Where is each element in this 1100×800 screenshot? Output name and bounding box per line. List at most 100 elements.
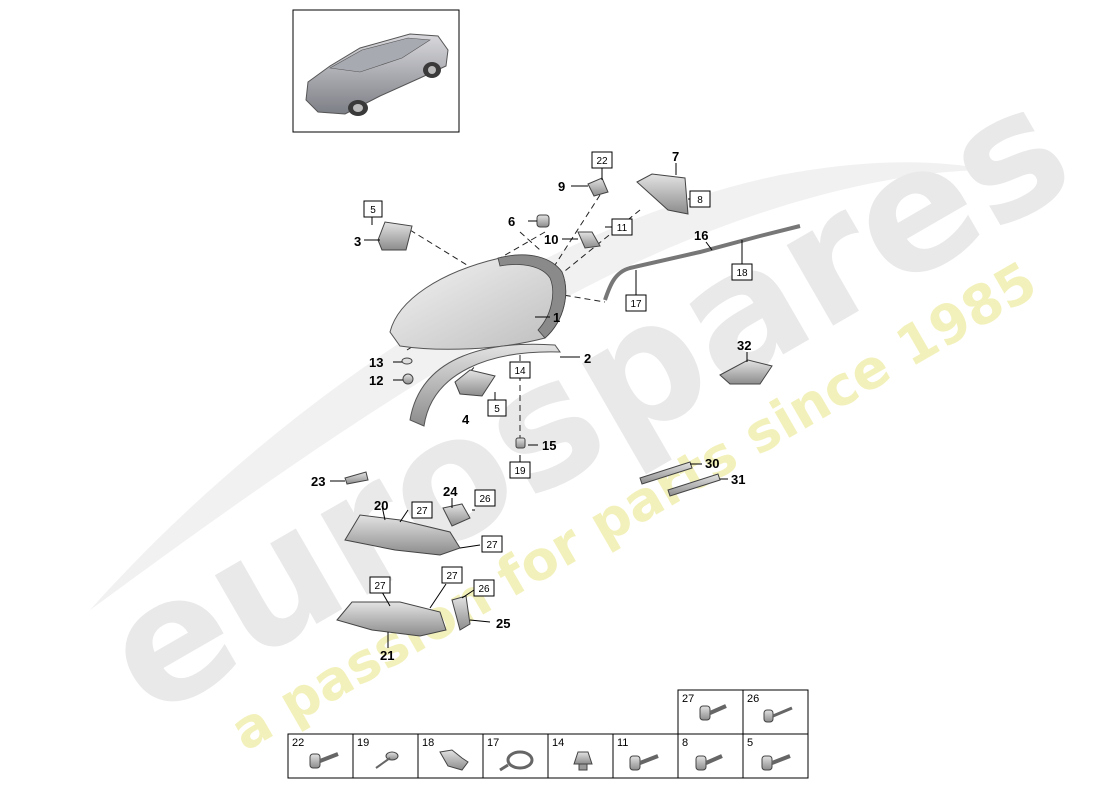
- callout-23: 23: [311, 474, 325, 489]
- svg-text:19: 19: [357, 737, 369, 749]
- nut-12-part: [402, 373, 414, 385]
- svg-text:5: 5: [370, 205, 376, 216]
- bulb-15-part: [515, 437, 526, 449]
- callout-20: 20: [374, 498, 388, 513]
- callout-24: 24: [443, 484, 458, 499]
- fog-light-20-part: [344, 514, 461, 556]
- callout-31: 31: [731, 472, 745, 487]
- hardware-cell-19: 19: [352, 733, 419, 779]
- callout-4: 4: [462, 412, 470, 427]
- part-24: [442, 503, 471, 527]
- hose-clamp-icon: [499, 750, 534, 772]
- svg-text:14: 14: [514, 366, 526, 377]
- callout-32: 32: [737, 338, 751, 353]
- callout-21: 21: [380, 648, 394, 663]
- cap-9-part: [587, 177, 609, 197]
- bolt-icon: [695, 754, 723, 771]
- watermark: eurospares a passion for parts since 198…: [72, 47, 1100, 764]
- svg-text:26: 26: [478, 584, 490, 595]
- boxed-callout-19: 19: [509, 461, 531, 479]
- callout-1: 1: [553, 310, 560, 325]
- svg-text:27: 27: [374, 581, 386, 592]
- svg-text:19: 19: [514, 466, 526, 477]
- trim-strip-part: [409, 343, 561, 427]
- svg-text:26: 26: [747, 693, 759, 705]
- svg-text:27: 27: [682, 693, 694, 705]
- svg-text:8: 8: [697, 195, 703, 206]
- hardware-cell-14: 14: [547, 733, 614, 779]
- bracket-32-part: [719, 359, 773, 385]
- boxed-callout-27c: 27: [369, 576, 391, 594]
- hardware-cell-27: 27: [677, 689, 744, 735]
- callout-7: 7: [672, 149, 679, 164]
- svg-text:11: 11: [617, 223, 628, 234]
- bracket-23-part: [344, 471, 369, 485]
- callout-6: 6: [508, 214, 515, 229]
- boxed-callout-18: 18: [731, 263, 753, 281]
- callout-25: 25: [496, 616, 510, 631]
- svg-text:18: 18: [736, 268, 748, 279]
- svg-text:17: 17: [630, 299, 642, 310]
- boxed-callout-14: 14: [509, 361, 531, 379]
- hardware-cell-18: 18: [417, 733, 484, 779]
- washer-13-part: [401, 357, 413, 365]
- hardware-cell-8: 8: [677, 733, 744, 779]
- bolt-icon: [761, 754, 791, 771]
- boxed-callout-5a: 5: [363, 200, 383, 218]
- boxed-callout-11: 11: [611, 218, 633, 236]
- hardware-cell-17: 17: [482, 733, 549, 779]
- callout-3: 3: [354, 234, 361, 249]
- boxed-callout-8: 8: [689, 190, 711, 208]
- callout-15: 15: [542, 438, 556, 453]
- svg-text:18: 18: [422, 737, 434, 749]
- vehicle-thumbnail: [292, 9, 460, 133]
- callout-30: 30: [705, 456, 719, 471]
- reflector-30-part: [639, 461, 693, 485]
- hardware-cell-26: 26: [742, 689, 809, 735]
- bolt-icon: [309, 752, 339, 769]
- led-module-part: [454, 369, 496, 397]
- svg-text:27: 27: [416, 506, 428, 517]
- callout-9: 9: [558, 179, 565, 194]
- boxed-callouts: 5 5 8 11 14 17 18 19 22 26 26 27 27 27 2…: [363, 151, 753, 597]
- svg-text:27: 27: [486, 540, 498, 551]
- callout-12: 12: [369, 373, 383, 388]
- cap-part: [536, 214, 550, 228]
- svg-text:11: 11: [617, 737, 628, 749]
- callout-13: 13: [369, 355, 383, 370]
- svg-text:5: 5: [494, 404, 500, 415]
- boxed-callout-27b: 27: [481, 535, 503, 553]
- boxed-callout-26a: 26: [474, 489, 496, 507]
- svg-text:22: 22: [292, 737, 304, 749]
- car-body-icon: [305, 33, 449, 115]
- watermark-brand: eurospares: [72, 47, 1100, 756]
- bracket-25-part: [451, 595, 471, 631]
- svg-text:14: 14: [552, 737, 564, 749]
- headlight-housing-part: [389, 255, 567, 350]
- hardware-table: 27 26 22 19: [287, 689, 809, 779]
- pin-icon: [375, 751, 399, 769]
- bolt-icon: [699, 704, 727, 721]
- svg-text:5: 5: [747, 737, 753, 749]
- svg-text:17: 17: [487, 737, 499, 749]
- hardware-cell-5: 5: [742, 733, 809, 779]
- callout-2: 2: [584, 351, 591, 366]
- boxed-callout-26b: 26: [473, 579, 495, 597]
- hardware-cell-11: 11: [612, 733, 679, 779]
- boxed-callout-5b: 5: [487, 399, 507, 417]
- bolt-icon: [629, 754, 659, 771]
- boxed-callout-17: 17: [625, 294, 647, 312]
- reflector-31-part: [667, 473, 721, 497]
- svg-text:27: 27: [446, 571, 458, 582]
- boxed-callout-27d: 27: [441, 566, 463, 584]
- boxed-callout-27a: 27: [411, 501, 433, 519]
- svg-text:22: 22: [596, 156, 608, 167]
- vent-pipe-part: [603, 224, 801, 301]
- fog-light-21-part: [336, 601, 447, 637]
- screw-icon: [763, 706, 793, 723]
- svg-text:8: 8: [682, 737, 688, 749]
- svg-text:26: 26: [479, 494, 491, 505]
- bracket-10-part: [577, 231, 601, 249]
- control-unit-part: [377, 221, 413, 251]
